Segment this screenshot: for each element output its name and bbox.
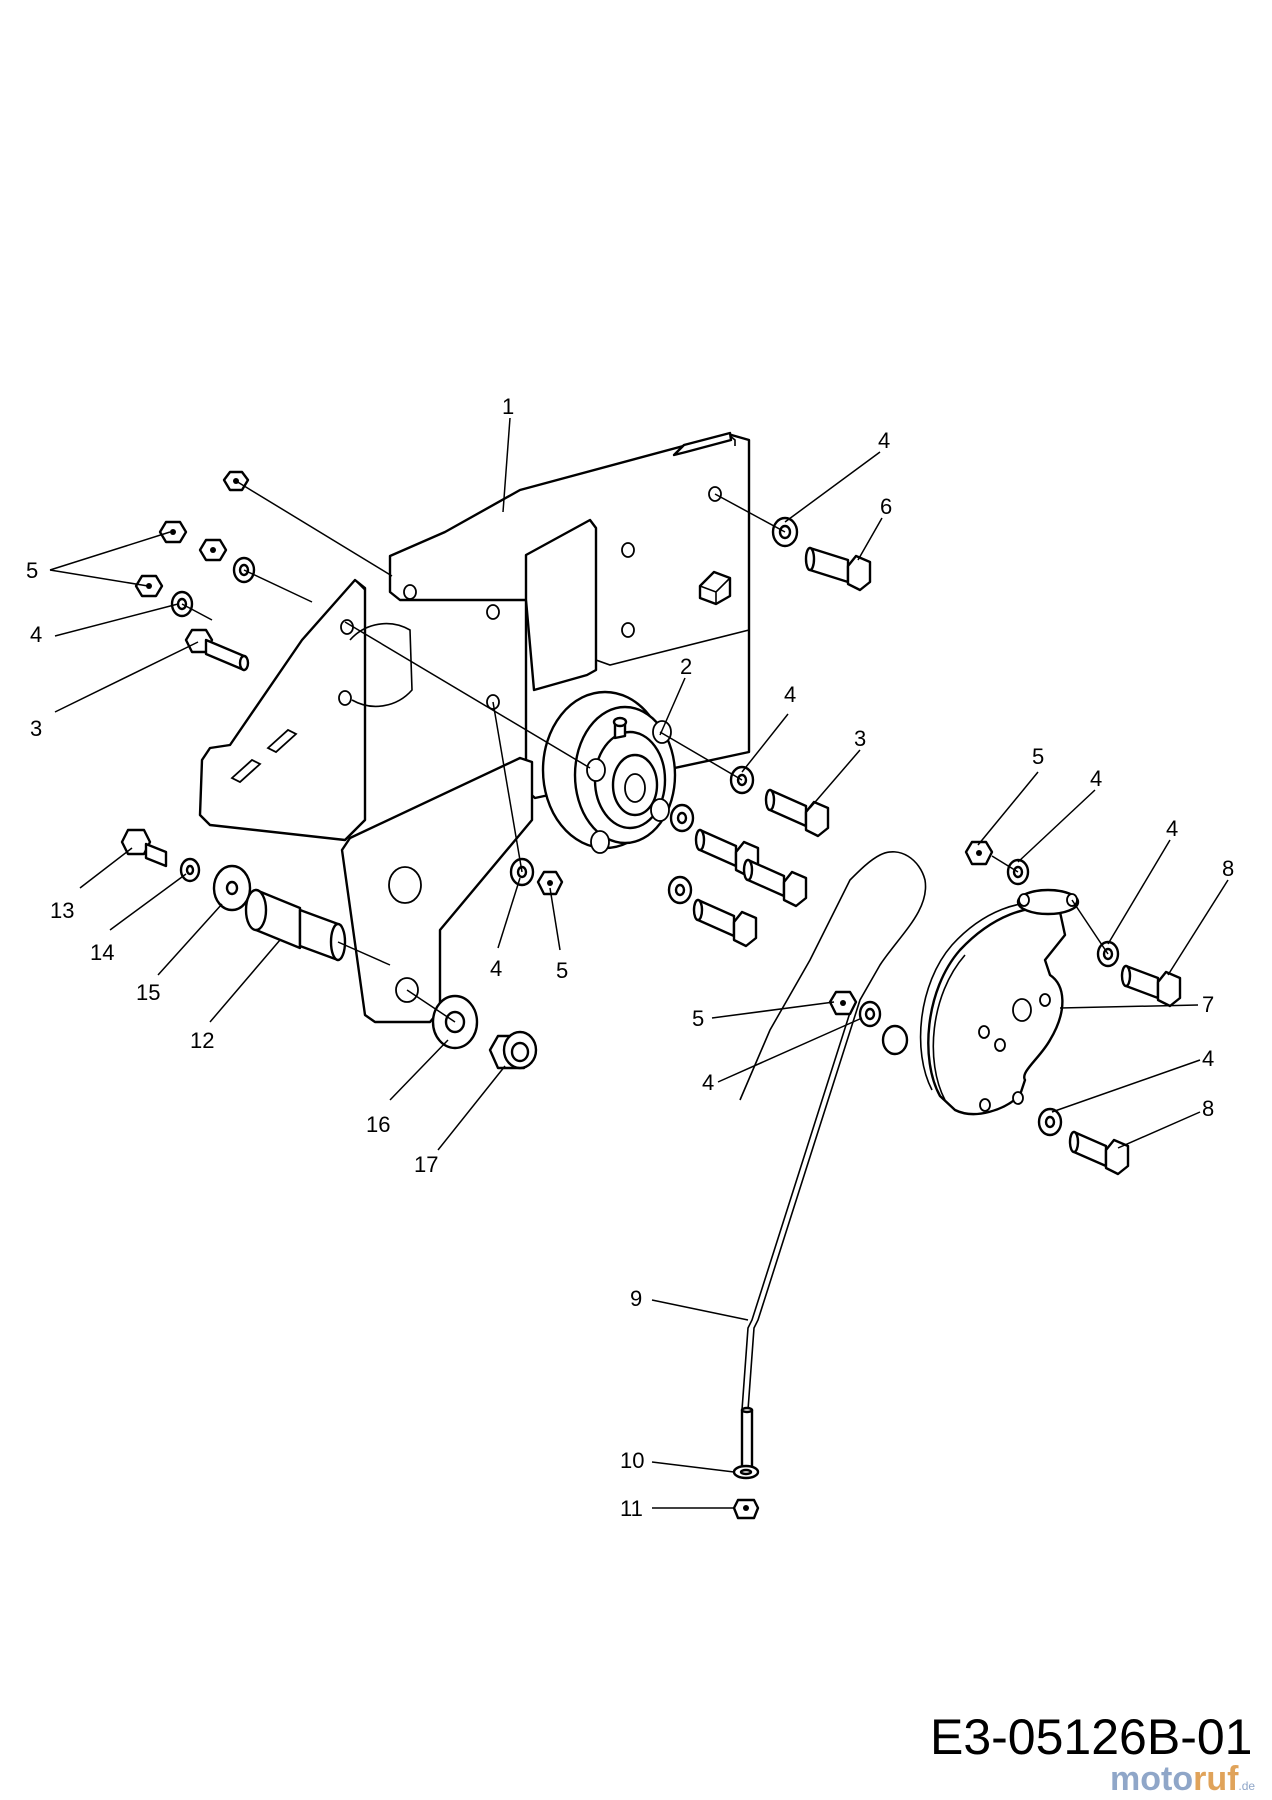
hex-bolt — [804, 546, 872, 592]
callout-label: 4 — [1202, 1046, 1214, 1071]
callout-label: 11 — [620, 1496, 643, 1521]
callout-label: 8 — [1222, 856, 1234, 881]
callout-label: 4 — [1090, 766, 1102, 791]
washer — [667, 875, 693, 905]
hardware — [120, 470, 1182, 1520]
callout-label: 2 — [680, 654, 692, 679]
callout-label: 17 — [414, 1152, 438, 1177]
watermark-part1: moto — [1110, 1760, 1194, 1798]
shoulder-bolt — [120, 828, 168, 868]
callout-label: 5 — [692, 1006, 704, 1031]
callout-label: 3 — [30, 716, 42, 741]
callout-label: 4 — [878, 428, 890, 453]
main-bracket-plate — [388, 431, 751, 800]
callout-label: 12 — [190, 1028, 214, 1053]
washer — [732, 1464, 760, 1480]
leader-lines — [49, 417, 1229, 1509]
washer — [858, 1000, 882, 1028]
callout-label: 9 — [630, 1286, 642, 1311]
lock-nut — [488, 1030, 538, 1070]
hex-nut — [158, 520, 188, 544]
callout-label: 10 — [620, 1448, 644, 1473]
callout-label: 4 — [1166, 816, 1178, 841]
callout-label: 13 — [50, 898, 74, 923]
callout-label: 5 — [26, 558, 38, 583]
washer — [1037, 1107, 1063, 1137]
rear-bracket-plate — [198, 578, 413, 842]
hex-nut — [828, 990, 858, 1016]
callout-label: 15 — [136, 980, 160, 1005]
pivot-plate — [919, 888, 1080, 1116]
callout-label: 5 — [556, 958, 568, 983]
callout-label: 16 — [366, 1112, 390, 1137]
plate-mounted-bolt — [698, 570, 732, 606]
watermark-part2: ruf — [1193, 1760, 1239, 1798]
flange-bearing — [541, 690, 677, 854]
washer — [669, 803, 695, 833]
callout-label: 4 — [490, 956, 502, 981]
hex-bolt — [1120, 964, 1182, 1008]
callout-labels: 1 4 6 5 4 3 2 4 3 5 4 4 8 13 14 15 12 4 … — [26, 394, 1234, 1521]
lower-bracket-plate — [340, 756, 534, 1024]
hex-bolt — [764, 788, 830, 838]
hex-bolt — [692, 898, 758, 948]
callout-label: 14 — [90, 940, 114, 965]
assembly-axis-lines — [181, 480, 1109, 1023]
callout-label: 1 — [502, 394, 514, 419]
callout-label: 4 — [30, 622, 42, 647]
hex-bolt — [1068, 1130, 1130, 1176]
callout-label: 6 — [880, 494, 892, 519]
callout-label: 8 — [1202, 1096, 1214, 1121]
hex-nut — [536, 870, 564, 896]
hex-nut — [134, 574, 164, 598]
hex-nut — [964, 840, 994, 866]
callout-label: 5 — [1032, 744, 1044, 769]
watermark-suffix: .de — [1238, 1779, 1256, 1793]
callout-label: 7 — [1202, 992, 1214, 1017]
washer — [212, 864, 252, 912]
hex-nut — [198, 538, 228, 562]
control-rod — [739, 851, 927, 1474]
washer — [179, 857, 201, 883]
callout-label: 4 — [702, 1070, 714, 1095]
drawing-code: E3-05126B-01 — [930, 1709, 1253, 1765]
hex-nut — [732, 1498, 760, 1520]
callout-label: 4 — [784, 682, 796, 707]
spacer-bushing — [244, 888, 347, 962]
hex-bolt — [742, 858, 808, 908]
watermark-logo: motoruf.de — [1110, 1760, 1255, 1799]
callout-label: 3 — [854, 726, 866, 751]
hex-bolt — [184, 628, 250, 672]
